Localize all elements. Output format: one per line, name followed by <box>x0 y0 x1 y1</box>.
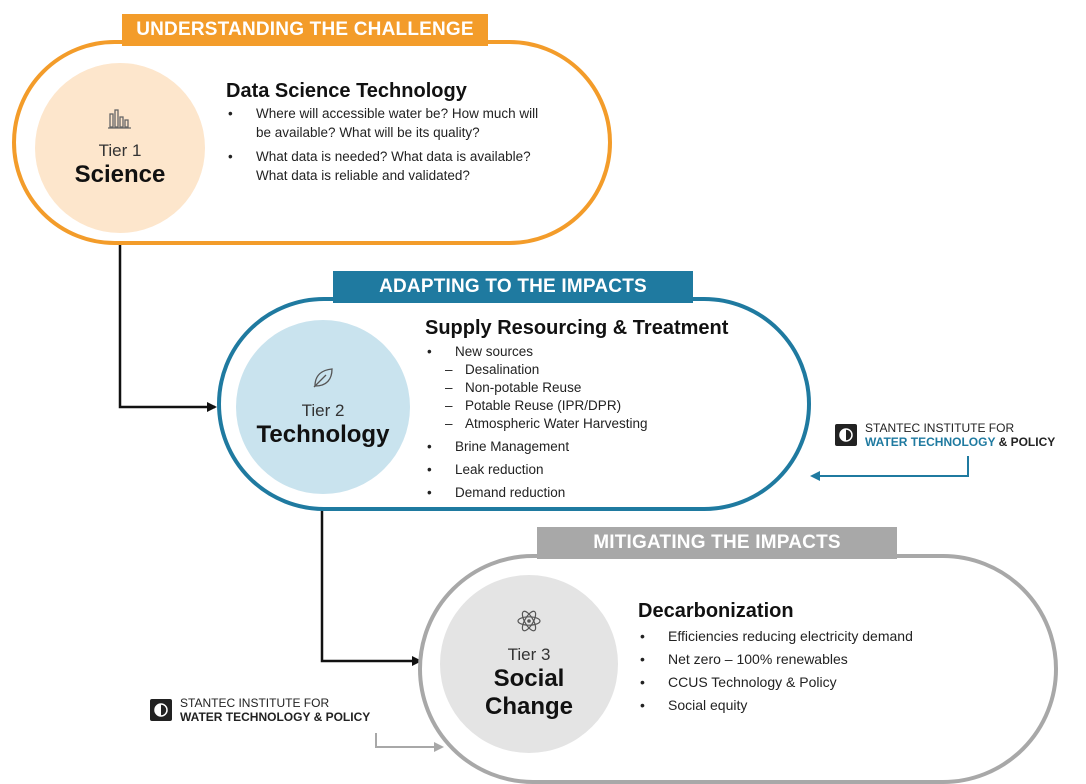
stantec-logo-left: STANTEC INSTITUTE FOR WATER TECHNOLOGY &… <box>150 696 370 724</box>
arrow-tier2-to-tier3 <box>320 492 422 666</box>
list-item: Social equity <box>638 694 998 717</box>
list-item: New sources Desalination Non-potable Reu… <box>425 342 755 433</box>
list-item: Net zero – 100% renewables <box>638 648 998 671</box>
tier1-name: Science <box>74 160 166 188</box>
logo-line1: STANTEC INSTITUTE FOR <box>865 421 1015 435</box>
logo-line2-b: POLICY <box>325 710 371 724</box>
sub-list: Desalination Non-potable Reuse Potable R… <box>445 361 755 433</box>
sub-list-item: Potable Reuse (IPR/DPR) <box>445 397 755 415</box>
list-item: Brine Management <box>425 437 755 456</box>
tier1-heading: Data Science Technology <box>226 80 467 102</box>
tier3-circle: Tier 3 Social Change <box>440 575 618 753</box>
stantec-logo-text: STANTEC INSTITUTE FOR WATER TECHNOLOGY &… <box>180 696 370 724</box>
tier2-banner: ADAPTING TO THE IMPACTS <box>333 271 693 303</box>
list-item-label: New sources <box>455 344 534 359</box>
list-item: Demand reduction <box>425 483 755 502</box>
logo-line2-a: WATER TECHNOLOGY <box>180 710 311 724</box>
arrow-logo-to-tier2 <box>810 456 969 481</box>
tier3-banner: MITIGATING THE IMPACTS <box>537 527 897 559</box>
tier1-circle: Tier 1 Science <box>35 63 205 233</box>
bar-chart-icon <box>108 108 132 135</box>
atom-icon <box>516 608 542 639</box>
tier3-heading: Decarbonization <box>638 600 794 622</box>
sub-list-item: Non-potable Reuse <box>445 379 755 397</box>
logo-line2-b: POLICY <box>1010 435 1056 449</box>
tier1-bullet-list: Where will accessible water be? How much… <box>226 104 546 185</box>
logo-line2-a: WATER TECHNOLOGY <box>865 435 996 449</box>
list-item: CCUS Technology & Policy <box>638 671 998 694</box>
tier1-banner-text: UNDERSTANDING THE CHALLENGE <box>136 19 474 40</box>
tier1-banner: UNDERSTANDING THE CHALLENGE <box>122 14 488 46</box>
logo-line2-amp: & <box>995 435 1011 449</box>
tier3-label: Tier 3 <box>507 644 551 664</box>
tier2-heading: Supply Resourcing & Treatment <box>425 317 729 339</box>
stantec-logo-right: STANTEC INSTITUTE FOR WATER TECHNOLOGY &… <box>835 421 1055 449</box>
sub-list-item: Atmospheric Water Harvesting <box>445 415 755 433</box>
tier2-label: Tier 2 <box>301 400 345 420</box>
tier1-label: Tier 1 <box>98 140 142 160</box>
logo-line2-amp: & <box>310 710 326 724</box>
list-item: Where will accessible water be? How much… <box>226 104 546 142</box>
logo-line1: STANTEC INSTITUTE FOR <box>180 696 330 710</box>
arrow-logo-to-tier3 <box>375 733 444 752</box>
stantec-logo-icon <box>150 699 172 721</box>
tier2-name: Technology <box>256 420 390 448</box>
tier3-bullet-list: Efficiencies reducing electricity demand… <box>638 625 998 717</box>
stantec-logo-icon <box>835 424 857 446</box>
list-item: Leak reduction <box>425 460 755 479</box>
stantec-logo-text: STANTEC INSTITUTE FOR WATER TECHNOLOGY &… <box>865 421 1055 449</box>
tier2-banner-text: ADAPTING TO THE IMPACTS <box>379 276 647 297</box>
tier3-name-line1: Social <box>493 664 565 692</box>
connector-arrows <box>118 240 969 752</box>
logo-line2: WATER TECHNOLOGY & POLICY <box>865 435 1055 449</box>
leaf-icon <box>311 366 335 395</box>
tier3-name-line2: Change <box>484 692 573 720</box>
arrow-tier1-to-tier2 <box>118 240 217 412</box>
tier2-circle: Tier 2 Technology <box>236 320 410 494</box>
tier3-banner-text: MITIGATING THE IMPACTS <box>593 532 841 553</box>
tier2-bullet-list: New sources Desalination Non-potable Reu… <box>425 342 755 502</box>
logo-line2: WATER TECHNOLOGY & POLICY <box>180 710 370 724</box>
sub-list-item: Desalination <box>445 361 755 379</box>
list-item: What data is needed? What data is availa… <box>226 147 546 185</box>
list-item: Efficiencies reducing electricity demand <box>638 625 998 648</box>
